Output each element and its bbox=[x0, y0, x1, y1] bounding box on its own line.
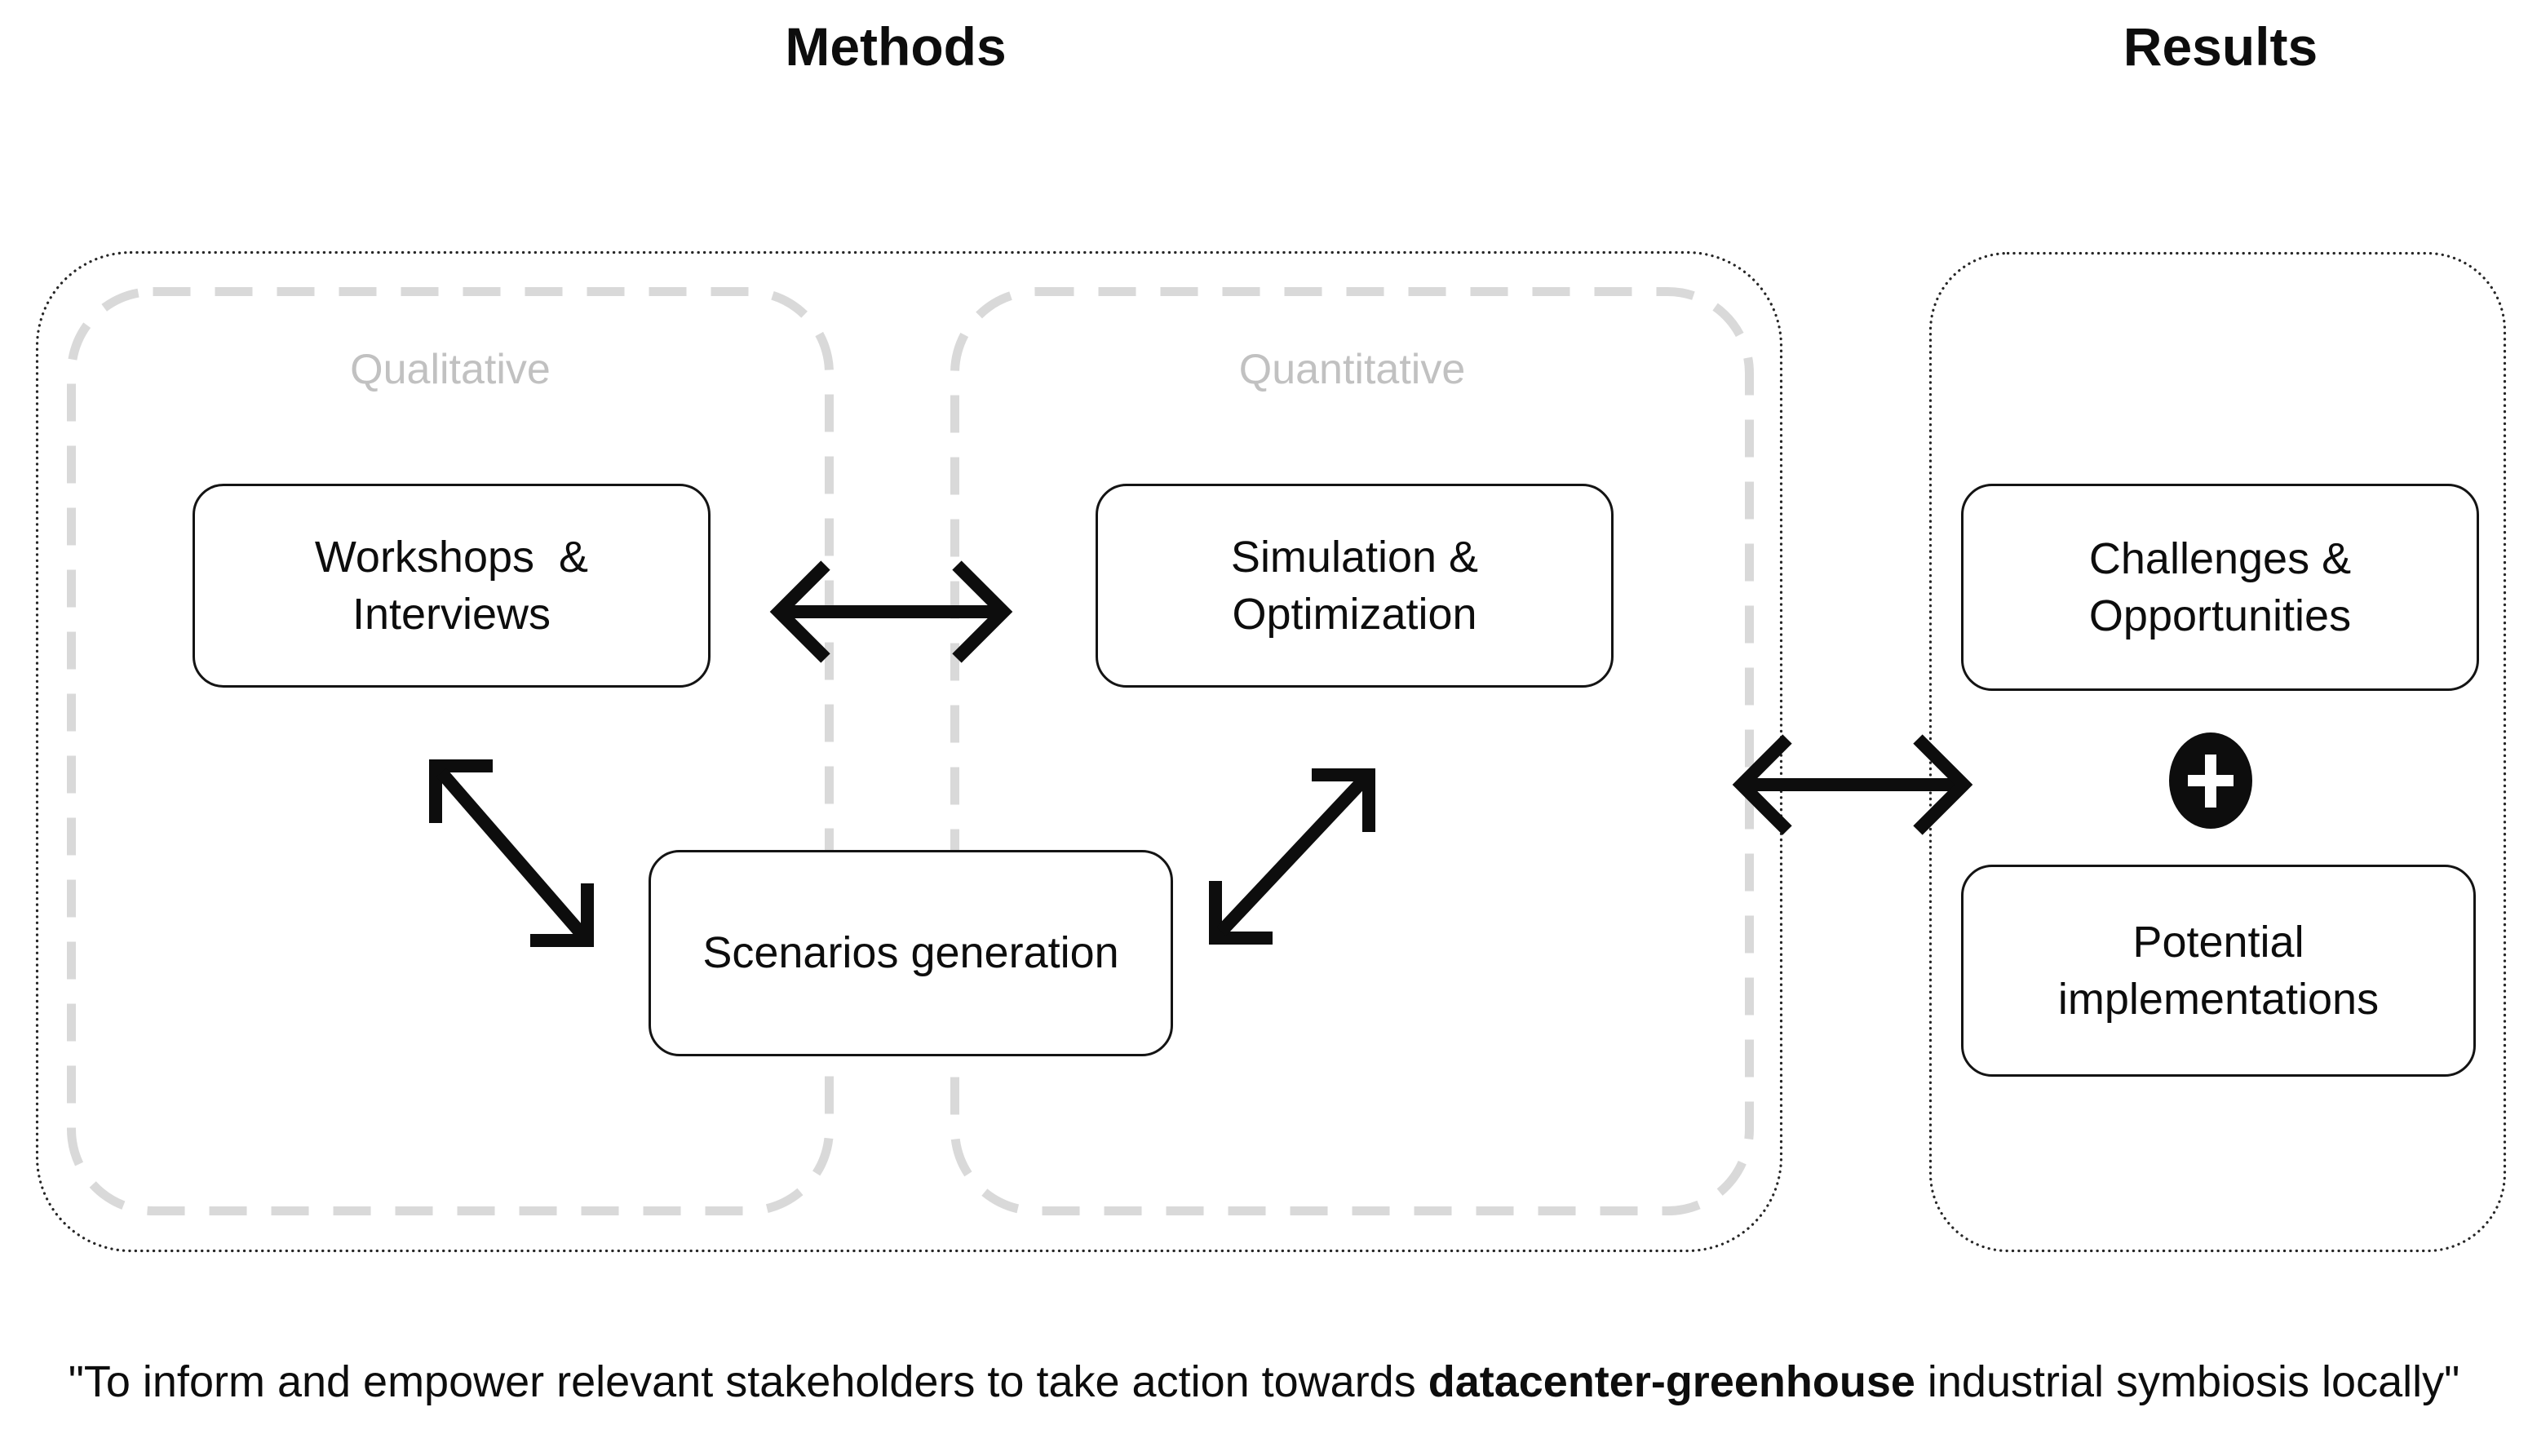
qualitative-zone-label: Qualitative bbox=[350, 346, 551, 393]
plus-icon bbox=[2169, 732, 2252, 829]
arrow-workshops-simulation bbox=[769, 560, 1013, 663]
quantitative-container-border bbox=[950, 287, 1754, 1215]
methods-container-border bbox=[35, 250, 1783, 1253]
scenarios-generation-label: Scenarios generation bbox=[702, 928, 1119, 978]
quantitative-zone-label: Quantitative bbox=[1238, 346, 1466, 393]
workshops-interviews-box: Workshops & Interviews bbox=[193, 484, 711, 688]
scenarios-generation-box: Scenarios generation bbox=[649, 850, 1173, 1056]
results-title: Results bbox=[2123, 16, 2318, 77]
challenges-opportunities-label: Challenges & Opportunities bbox=[2088, 533, 2352, 640]
workshops-interviews-label: Workshops & Interviews bbox=[314, 532, 589, 639]
potential-implementations-box: Potential implementations bbox=[1961, 865, 2476, 1077]
bottom-quote: "To inform and empower relevant stakehol… bbox=[0, 1356, 2528, 1409]
potential-implementations-label: Potential implementations bbox=[2057, 917, 2380, 1024]
arrow-workshops-scenarios bbox=[429, 759, 594, 947]
quote-prefix: "To inform and empower relevant stakehol… bbox=[68, 1357, 1428, 1406]
quote-bold-phrase: datacenter-greenhouse bbox=[1428, 1357, 1915, 1406]
methods-title: Methods bbox=[785, 16, 1007, 77]
arrow-simulation-scenarios bbox=[1209, 768, 1375, 945]
arrow-methods-results bbox=[1732, 734, 1973, 835]
simulation-optimization-label: Simulation & Optimization bbox=[1230, 532, 1479, 639]
simulation-optimization-box: Simulation & Optimization bbox=[1096, 484, 1614, 688]
results-container-border bbox=[1928, 251, 2507, 1253]
challenges-opportunities-box: Challenges & Opportunities bbox=[1961, 484, 2479, 691]
quote-suffix: industrial symbiosis locally" bbox=[1915, 1357, 2460, 1406]
